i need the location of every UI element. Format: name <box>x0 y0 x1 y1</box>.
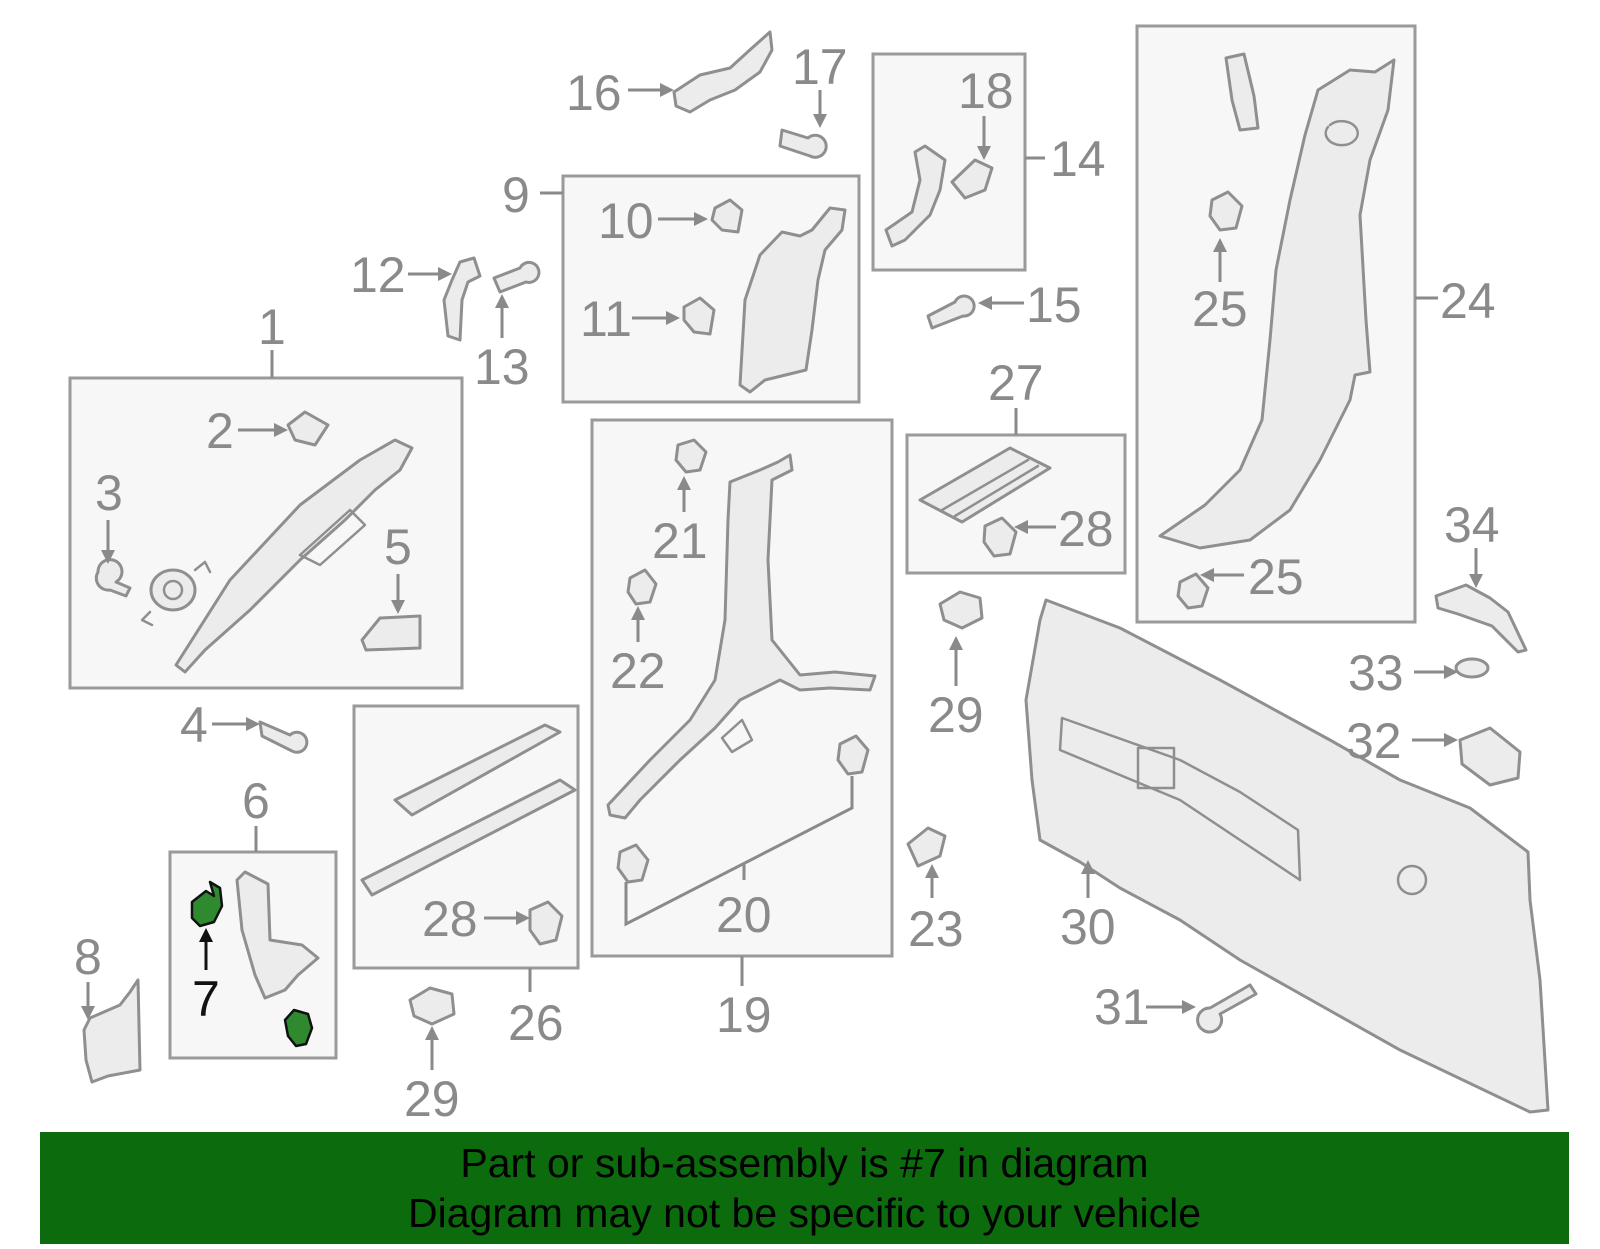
part-4-bolt-shape <box>258 720 309 754</box>
part-20-bracket-line <box>624 776 854 927</box>
callout-11: 11 <box>580 291 632 347</box>
callout-4: 4 <box>180 697 208 753</box>
callout-19: 19 <box>716 987 772 1043</box>
callout-31: 31 <box>1094 979 1150 1035</box>
part-30-panel-hole <box>1396 864 1428 896</box>
callout-labels: 1 2 3 4 5 6 7 8 9 10 11 12 13 14 15 16 1… <box>74 39 1500 1127</box>
part-28-clip-upper-shape <box>982 516 1018 558</box>
part-30-panel-recess <box>1058 716 1302 882</box>
callout-8: 8 <box>74 929 102 985</box>
part-20-trim-shape <box>606 453 877 820</box>
callout-28-lower: 28 <box>422 891 478 947</box>
part-3-screw-shape <box>94 558 132 598</box>
part-3-speaker-shape <box>149 568 197 612</box>
part-7-clip-lower <box>283 1008 314 1048</box>
part-26-sill-lower <box>360 778 577 897</box>
part-30-panel-window <box>1136 746 1176 790</box>
arrowhead-7 <box>199 928 213 942</box>
callout-29-lower: 29 <box>404 1071 460 1127</box>
callout-25-lower: 25 <box>1248 549 1304 605</box>
info-banner: Part or sub-assembly is #7 in diagram Di… <box>40 1132 1569 1244</box>
part-34-bracket-shape <box>1434 583 1528 654</box>
callout-16: 16 <box>566 65 622 121</box>
part-30-panel-shape <box>1024 598 1550 1114</box>
part-27-plate-ribs <box>940 458 1040 518</box>
part-9-trim-shape <box>738 206 847 394</box>
callout-23: 23 <box>908 901 964 957</box>
part-12-bracket-shape <box>442 256 482 342</box>
callout-15: 15 <box>1026 277 1082 333</box>
part-15-bolt-shape <box>926 294 976 330</box>
part-29-clip-lower-shape <box>408 986 456 1026</box>
part-10-clip-shape <box>710 198 744 234</box>
part-20-clip-left <box>616 843 650 884</box>
callout-10: 10 <box>598 193 654 249</box>
callout-1: 1 <box>258 299 286 355</box>
callout-22: 22 <box>610 643 666 699</box>
callout-7: 7 <box>192 971 220 1027</box>
part-14-handle-shape <box>884 144 947 248</box>
callout-2: 2 <box>206 403 234 459</box>
part-20-trim-pocket <box>720 718 754 754</box>
callout-17: 17 <box>792 39 848 95</box>
a-pillar-trim-shape <box>174 438 414 674</box>
callout-30: 30 <box>1060 899 1116 955</box>
callout-29-upper: 29 <box>928 687 984 743</box>
callout-20: 20 <box>716 887 772 943</box>
callout-14: 14 <box>1050 131 1106 187</box>
part-2-clip-shape <box>286 410 330 447</box>
part-3-speaker-center <box>162 579 184 601</box>
part-29-clip-upper-shape <box>938 590 984 630</box>
part-31-pin-shape <box>1196 983 1258 1034</box>
part-23-clip-shape <box>906 826 947 868</box>
callout-25-upper: 25 <box>1192 281 1248 337</box>
part-16-bracket-shape <box>672 30 774 114</box>
part-24-upper-bracket <box>1224 52 1260 132</box>
callout-6: 6 <box>242 773 270 829</box>
part-25-clip-upper-shape <box>1208 190 1244 232</box>
part-21-clip-shape <box>674 438 708 474</box>
callout-12: 12 <box>350 247 406 303</box>
callout-28-upper: 28 <box>1058 501 1114 557</box>
part-13-bolt-shape <box>492 260 541 294</box>
callout-24: 24 <box>1440 273 1496 329</box>
part-20-clip-right <box>836 734 870 776</box>
part-8-bracket-shape <box>82 978 142 1084</box>
part-33-nut-shape <box>1454 657 1490 679</box>
callout-3: 3 <box>95 465 123 521</box>
part-26-sill-upper <box>393 723 562 817</box>
callout-26: 26 <box>508 995 564 1051</box>
leader-lines <box>81 83 1483 1070</box>
part-24-trim-window <box>1324 119 1359 147</box>
part-22-clip-shape <box>626 568 658 606</box>
callout-9: 9 <box>502 167 530 223</box>
callout-34: 34 <box>1444 497 1500 553</box>
part-25-clip-lower-shape <box>1176 572 1210 610</box>
part-7-clip-upper <box>190 880 224 928</box>
part-6-trim-shape <box>235 870 320 1000</box>
part-32-clip-shape <box>1458 726 1522 787</box>
part-11-clip-shape <box>682 296 716 336</box>
part-3-speaker-bracket <box>140 560 212 627</box>
part-24-trim-shape <box>1158 58 1396 550</box>
a-pillar-trim-detail <box>298 508 367 567</box>
part-18-clip-shape <box>950 158 994 200</box>
banner-line-disclaimer: Diagram may not be specific to your vehi… <box>407 1190 1201 1236</box>
part-28-clip-lower-shape <box>528 900 564 946</box>
callout-13: 13 <box>474 339 530 395</box>
part-5-cap-shape <box>360 614 422 652</box>
callout-21: 21 <box>652 513 708 569</box>
banner-line-part-number: Part or sub-assembly is #7 in diagram <box>460 1140 1149 1186</box>
callout-18: 18 <box>958 63 1014 119</box>
callout-32: 32 <box>1346 713 1402 769</box>
callout-5: 5 <box>384 519 412 575</box>
callout-33: 33 <box>1348 645 1404 701</box>
callout-27: 27 <box>988 355 1044 411</box>
part-17-bolt-shape <box>778 128 828 159</box>
